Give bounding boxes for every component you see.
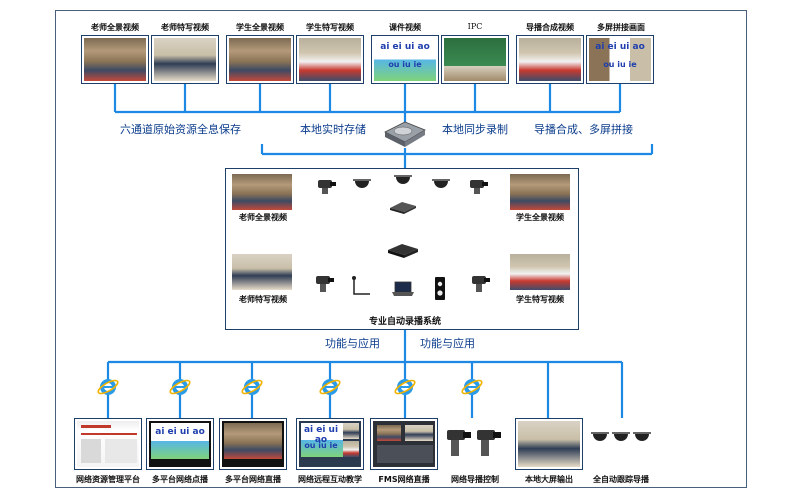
dome-camera-icon xyxy=(353,179,371,188)
internet-explorer-icon-5 xyxy=(394,379,416,395)
internet-explorer-icon-3 xyxy=(241,379,263,395)
system-view-teacher-wide xyxy=(230,172,294,212)
vod-text-1: ai ei ui ao xyxy=(155,427,205,437)
system-view-label-3: 老师特写视频 xyxy=(239,295,287,304)
system-view-label-2: 学生全景视频 xyxy=(516,213,564,222)
source-label-8: 多屏拼接画面 xyxy=(597,23,645,32)
source-label-7: 导播合成视频 xyxy=(526,23,574,32)
source-label-3: 学生全景视频 xyxy=(236,23,284,32)
internet-explorer-icon-4 xyxy=(319,379,341,395)
ptz-camera-icon xyxy=(318,180,336,194)
microphone-icon xyxy=(352,276,370,295)
multi-text-2: ou iu ie xyxy=(603,60,637,69)
source-thumb-ipc xyxy=(441,35,509,84)
source-thumb-director-mix xyxy=(516,35,584,84)
internet-explorer-icon-2 xyxy=(169,379,191,395)
courseware-text-2: ou iu ie xyxy=(388,60,422,69)
function-label-1: 功能与应用 xyxy=(323,335,382,351)
system-view-student-wide xyxy=(508,172,572,212)
system-view-label-4: 学生特写视频 xyxy=(516,295,564,304)
app-thumb-resource-mgmt xyxy=(74,418,142,470)
source-thumb-teacher-close xyxy=(151,35,219,84)
app-label-3: 多平台网络直播 xyxy=(225,475,281,484)
app-thumb-auto-tracking xyxy=(587,418,655,470)
encoder-icon xyxy=(390,202,416,214)
ptz-camera-pair-icon xyxy=(447,430,501,456)
app-thumb-fms xyxy=(370,418,438,470)
app-label-6: 网络导播控制 xyxy=(451,475,499,484)
source-label-5: 课件视频 xyxy=(389,23,421,32)
speaker-icon xyxy=(435,277,445,300)
app-label-4: 网络远程互动教学 xyxy=(298,475,362,484)
diagram-frame xyxy=(55,10,747,488)
remote-text-2: ou iu ie xyxy=(304,441,338,450)
app-thumb-remote-teaching: ai ei ui ao ou iu ie xyxy=(296,418,364,470)
source-label-4: 学生特写视频 xyxy=(306,23,354,32)
source-label-6: IPC xyxy=(467,22,483,31)
dome-camera-group-icon xyxy=(591,432,651,441)
system-view-label-1: 老师全景视频 xyxy=(239,213,287,222)
internet-explorer-icon-6 xyxy=(461,379,483,395)
app-label-8: 全自动跟踪导播 xyxy=(593,475,649,484)
app-thumb-vod: ai ei ui ao xyxy=(146,418,214,470)
ptz-camera-icon-4 xyxy=(472,276,490,292)
internet-explorer-icon xyxy=(97,379,119,395)
storage-func-2: 本地实时存储 xyxy=(298,121,368,137)
source-thumb-student-close xyxy=(296,35,364,84)
source-thumb-multi-screen: ai ei ui ao ou iu ie xyxy=(586,35,654,84)
courseware-text-1: ai ei ui ao xyxy=(380,42,430,52)
switch-icon xyxy=(388,244,418,258)
dome-camera-icon-2 xyxy=(394,175,412,184)
source-thumb-teacher-wide xyxy=(81,35,149,84)
app-thumb-director-control xyxy=(441,418,509,470)
ptz-camera-icon-2 xyxy=(470,180,488,194)
ptz-camera-icon-3 xyxy=(316,276,334,292)
hard-disk-icon xyxy=(384,121,426,147)
dome-camera-icon-3 xyxy=(432,179,450,188)
app-label-7: 本地大屏输出 xyxy=(525,475,573,484)
laptop-icon xyxy=(392,281,414,296)
source-thumb-student-wide xyxy=(226,35,294,84)
storage-func-1: 六通道原始资源全息保存 xyxy=(118,121,243,137)
storage-func-4: 导播合成、多屏拼接 xyxy=(532,121,635,137)
system-view-teacher-close xyxy=(230,252,294,292)
source-label-2: 老师特写视频 xyxy=(161,23,209,32)
source-label-1: 老师全景视频 xyxy=(91,23,139,32)
system-title: 专业自动录播系统 xyxy=(368,317,441,327)
app-label-1: 网络资源管理平台 xyxy=(76,475,140,484)
function-label-2: 功能与应用 xyxy=(418,335,477,351)
storage-func-3: 本地同步录制 xyxy=(440,121,510,137)
app-label-2: 多平台网络点播 xyxy=(152,475,208,484)
source-thumb-courseware: ai ei ui ao ou iu ie xyxy=(371,35,439,84)
app-thumb-live xyxy=(219,418,287,470)
multi-text-1: ai ei ui ao xyxy=(595,42,645,52)
app-thumb-big-screen xyxy=(515,418,583,470)
app-label-5: FMS网络直播 xyxy=(378,475,430,484)
system-view-student-close xyxy=(508,252,572,292)
remote-text-1: ai ei ui ao xyxy=(303,425,339,445)
